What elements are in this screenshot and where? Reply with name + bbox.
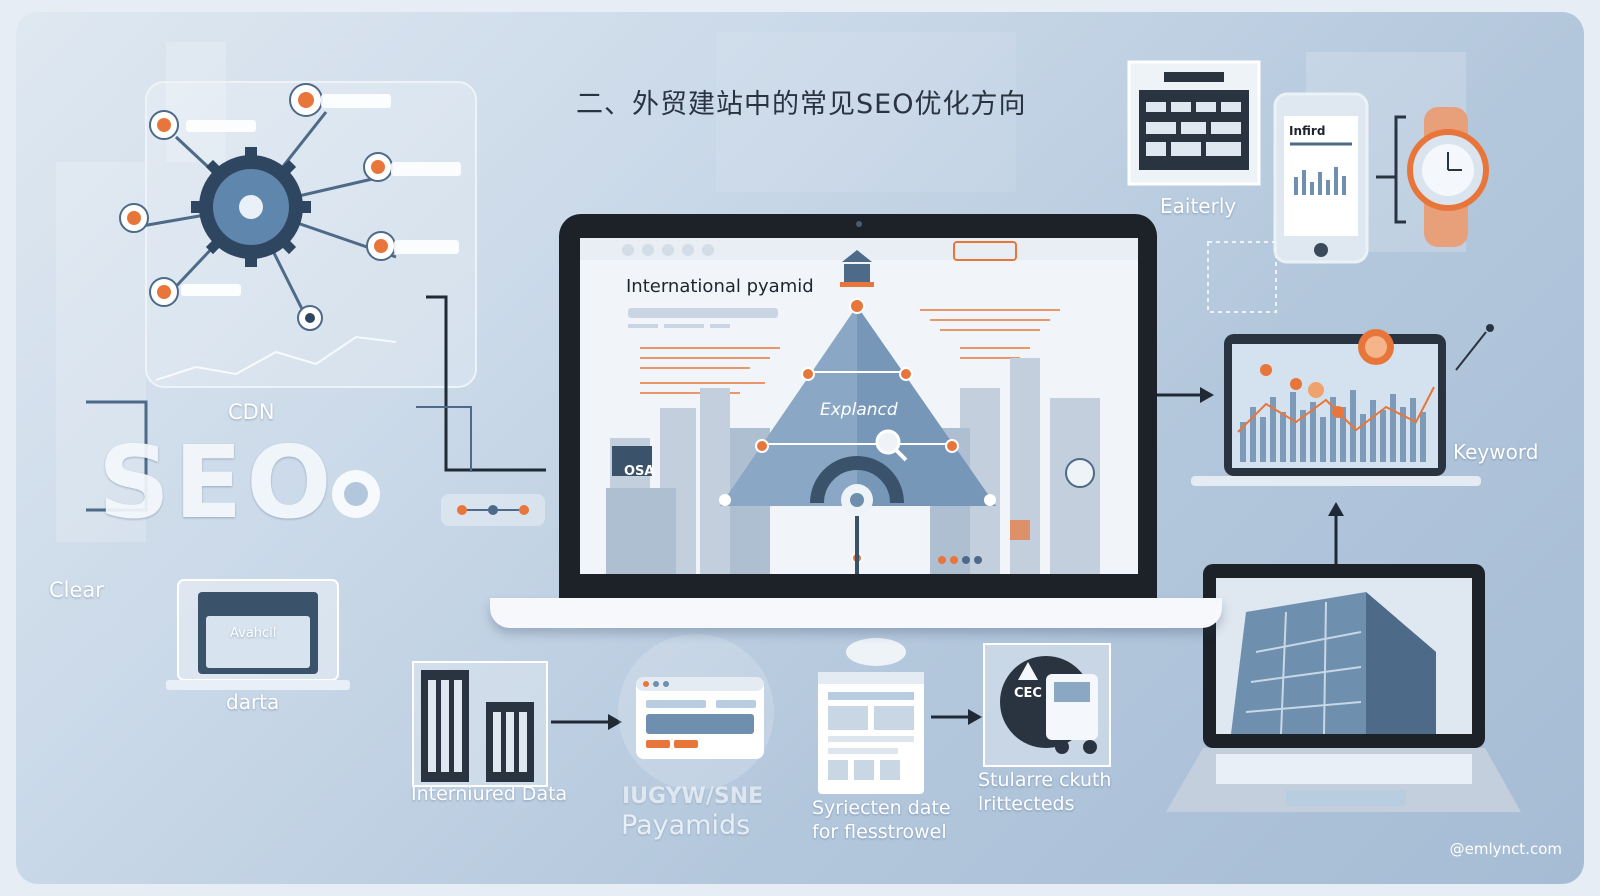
infographic-canvas: International pyamid Explancd OSA 二、外贸建站… (16, 12, 1584, 884)
document-icon (818, 638, 924, 794)
syriecten-line2: for flesstrowel (812, 821, 947, 843)
syriecten-line1: Syriecten date (812, 797, 951, 819)
stularre-line1: Stularre ckuth (978, 769, 1112, 791)
truck-icon (983, 643, 1111, 767)
osa-tag: OSA (624, 464, 655, 479)
bg-building (166, 42, 226, 162)
payamids-top-label: IUGYW/SNE (622, 784, 764, 809)
dot-connector-group (441, 494, 545, 526)
interniured-data-label: Interniured Data (411, 783, 568, 805)
pyramid-diagram (580, 238, 1138, 574)
darta-label: darta (226, 690, 280, 714)
screen-heading: International pyamid (626, 276, 814, 297)
keyword-laptop-icon (1191, 324, 1494, 486)
seo-gear-icon (332, 470, 380, 518)
editerly-label: Eaiterly (1160, 194, 1237, 218)
arrow-icon (1200, 387, 1214, 403)
seo-wordmark: SEO (98, 424, 336, 541)
infird-label: Infird (1289, 124, 1326, 138)
phone-icon (1273, 92, 1369, 264)
stularre-line2: lrittecteds (978, 793, 1075, 815)
main-laptop-base (490, 598, 1222, 628)
building-laptop-icon (1166, 564, 1521, 812)
browser-card-icon (618, 634, 774, 790)
cdn-network-group (119, 81, 477, 388)
page-title: 二、外贸建站中的常见SEO优化方向 (576, 89, 1027, 120)
payamids-label: Payamids (621, 810, 751, 841)
watch-icon (1376, 107, 1489, 247)
network-node-icons (119, 83, 396, 331)
keyword-label: Keyword (1453, 440, 1539, 464)
pyramid-label: Explancd (820, 400, 898, 420)
watermark: @emlynct.com (1449, 840, 1562, 858)
cdn-label: CDN (228, 400, 275, 424)
camera-dot (856, 221, 862, 227)
avanced-label: Avahcil (230, 626, 277, 641)
clear-label: Clear (49, 578, 104, 602)
cec-label: CEC (1014, 686, 1042, 701)
main-laptop-screen: International pyamid Explancd OSA (580, 238, 1138, 574)
diagram-connectors (86, 60, 1521, 812)
server-panel-icon (1127, 60, 1261, 186)
server-icon (412, 661, 548, 787)
magnifier-icon (875, 429, 908, 462)
bg-panel (716, 32, 1016, 192)
small-laptop-icon (166, 579, 350, 690)
bank-icon (840, 250, 874, 287)
